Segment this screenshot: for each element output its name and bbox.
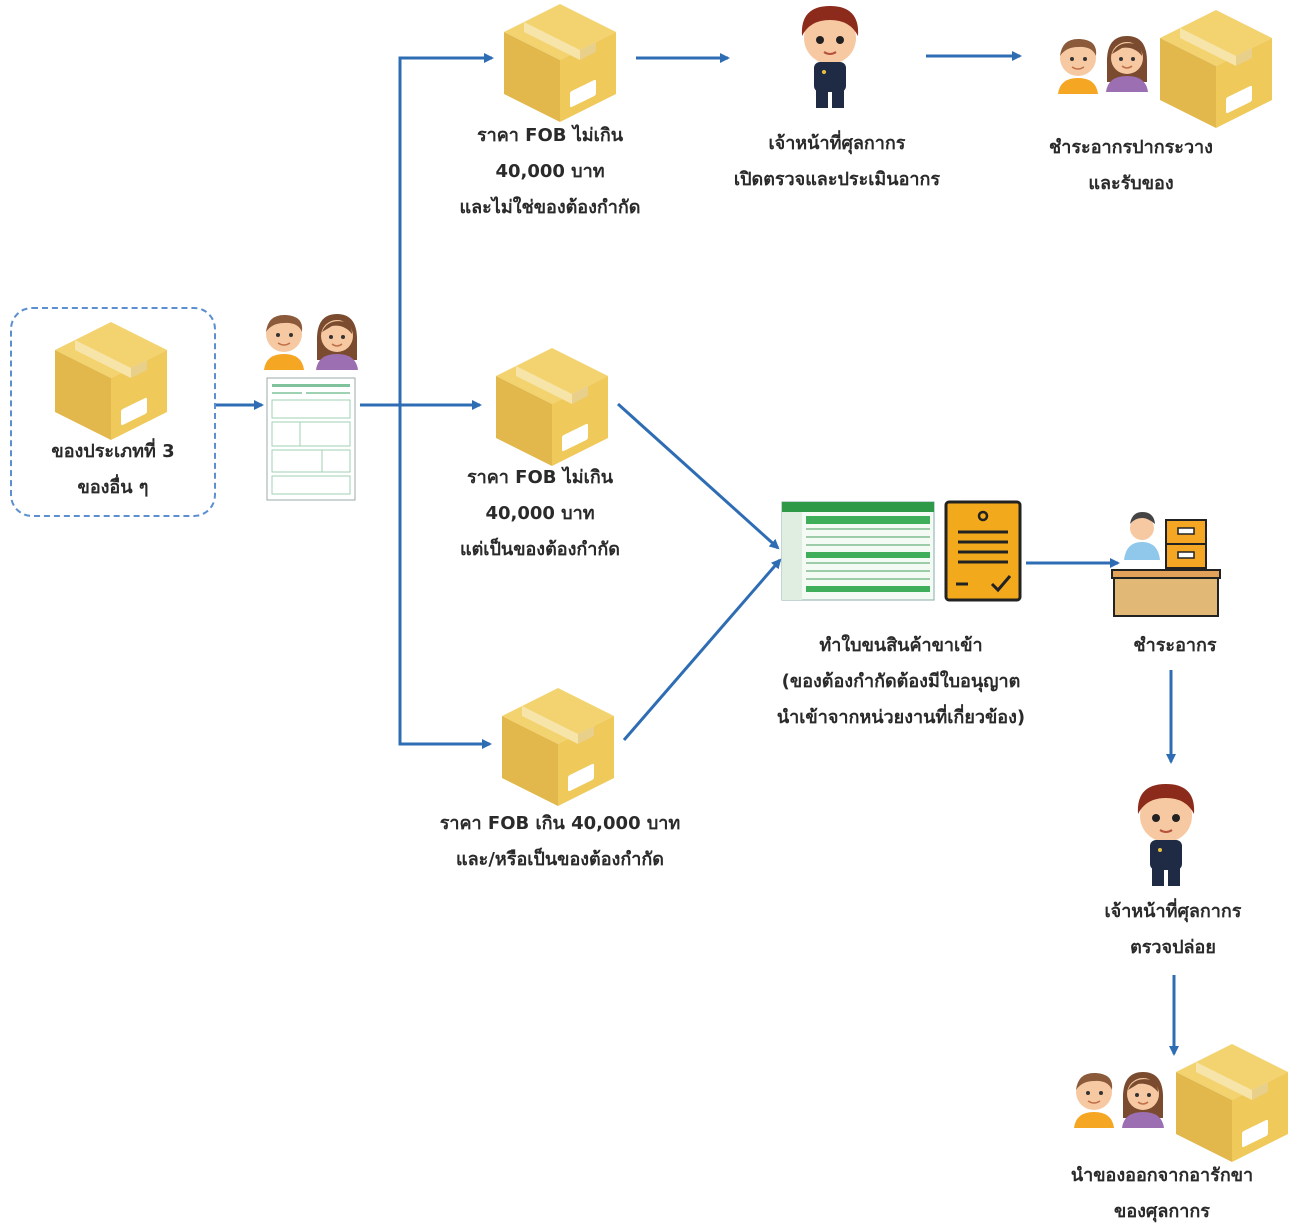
final-label: นำของออกจากอารักขา ของศุลกากร (1040, 1158, 1284, 1230)
route-a-line-1: ราคา FOB ไม่เกิน (476, 125, 624, 146)
customs-officer-icon (1136, 783, 1196, 887)
payment-counter-icon (1111, 512, 1221, 617)
entry-line-2: (ของต้องกำกัดต้องมีใบอนุญาต (781, 671, 1021, 692)
parcel-box-icon (1160, 10, 1272, 128)
parcel-box-icon (504, 4, 616, 122)
route-a-result-label: ชำระอากรปากระวาง และรับของ (1020, 130, 1242, 202)
route-a-officer-label: เจ้าหน้าที่ศุลกากร เปิดตรวจและประเมินอาก… (716, 126, 958, 198)
release-line-2: ตรวจปล่อย (1130, 937, 1216, 958)
start-dashed-frame (10, 307, 216, 517)
route-b-line-3: แต่เป็นของต้องกำกัด (460, 539, 620, 560)
result-line-1: ชำระอากรปากระวาง (1049, 137, 1213, 158)
payment-line-1: ชำระอากร (1133, 635, 1217, 656)
route-c-condition: ราคา FOB เกิน 40,000 บาท และ/หรือเป็นของ… (420, 806, 700, 878)
route-b-condition: ราคา FOB ไม่เกิน 40,000 บาท แต่เป็นของต้… (420, 460, 660, 568)
start-line-2: ของอื่น ๆ (77, 477, 149, 498)
payment-label: ชำระอากร (1100, 628, 1250, 664)
import-entry-screen-icon (781, 501, 935, 601)
declaration-form-icon (266, 377, 356, 501)
entry-line-1: ทำใบขนสินค้าขาเข้า (819, 635, 983, 656)
route-c-line-1: ราคา FOB เกิน 40,000 บาท (439, 813, 681, 834)
result-line-2: และรับของ (1088, 173, 1174, 194)
entry-label: ทำใบขนสินค้าขาเข้า (ของต้องกำกัดต้องมีใบ… (748, 628, 1054, 736)
couple-icon (1057, 35, 1149, 95)
route-a-line-3: และไม่ใช่ของต้องกำกัด (459, 197, 641, 218)
start-line-1: ของประเภทที่ 3 (51, 441, 175, 462)
final-line-2: ของศุลกากร (1114, 1201, 1210, 1222)
route-b-line-1: ราคา FOB ไม่เกิน (466, 467, 614, 488)
route-c-line-2: และ/หรือเป็นของต้องกำกัด (456, 849, 664, 870)
customs-officer-icon (800, 5, 860, 109)
release-label: เจ้าหน้าที่ศุลกากร ตรวจปล่อย (1060, 894, 1286, 966)
route-a-condition: ราคา FOB ไม่เกิน 40,000 บาท และไม่ใช่ของ… (430, 118, 670, 226)
parcel-box-icon (1176, 1044, 1288, 1162)
couple-icon (1073, 1071, 1165, 1129)
route-a-line-2: 40,000 บาท (495, 161, 605, 182)
final-line-1: นำของออกจากอารักขา (1070, 1165, 1254, 1186)
officer-line-1: เจ้าหน้าที่ศุลกากร (768, 133, 906, 154)
route-b-line-2: 40,000 บาท (485, 503, 595, 524)
parcel-box-icon (496, 348, 608, 466)
officer-line-2: เปิดตรวจและประเมินอากร (733, 169, 941, 190)
release-line-1: เจ้าหน้าที่ศุลกากร (1104, 901, 1242, 922)
entry-line-3: นำเข้าจากหน่วยงานที่เกี่ยวข้อง) (776, 707, 1026, 728)
license-document-icon (944, 500, 1022, 602)
couple-icon (263, 313, 359, 371)
parcel-box-icon (502, 688, 614, 806)
start-label: ของประเภทที่ 3 ของอื่น ๆ (20, 434, 206, 506)
